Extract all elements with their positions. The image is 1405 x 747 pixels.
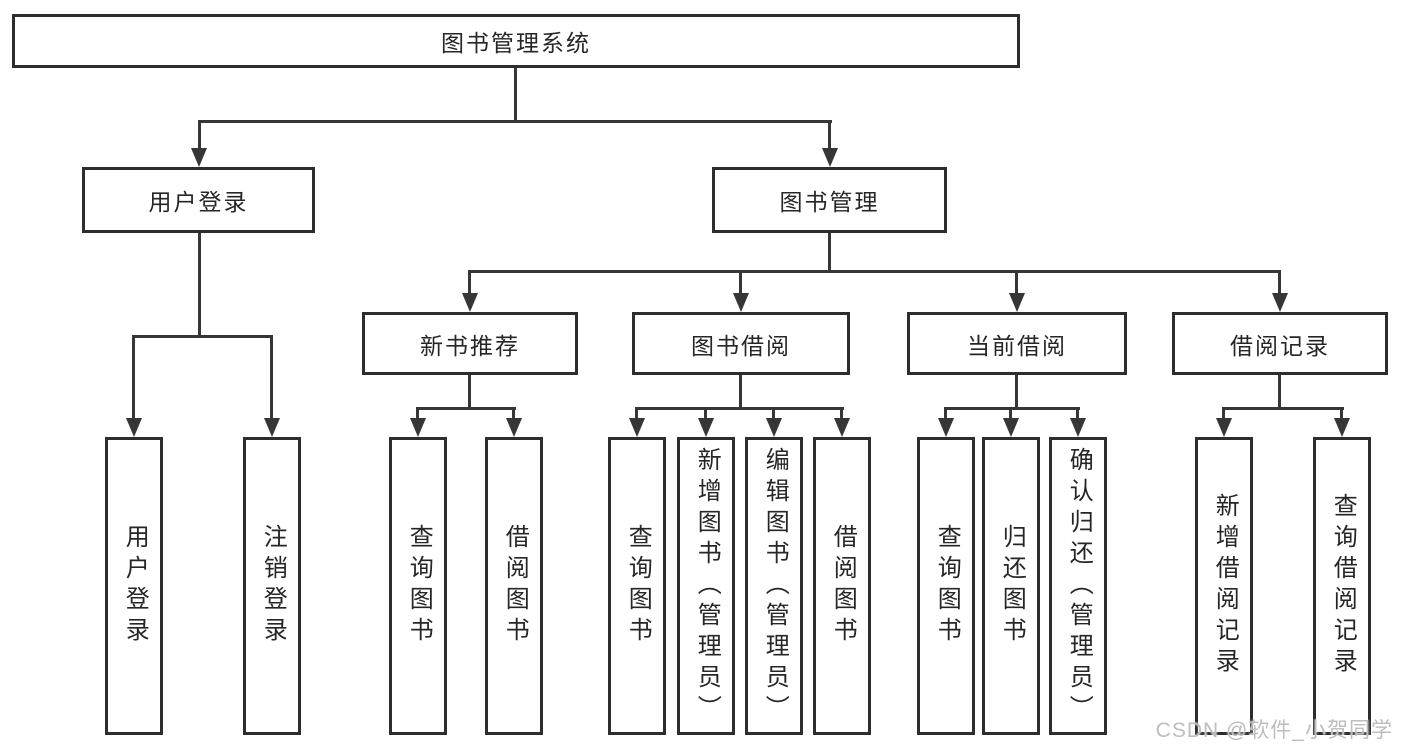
node-book-borrowing: 图书借阅 bbox=[632, 312, 850, 375]
connector-line bbox=[635, 407, 844, 410]
arrow-head bbox=[1009, 293, 1025, 312]
node-root: 图书管理系统 bbox=[12, 14, 1020, 68]
connector-line bbox=[132, 335, 273, 338]
leaf-bb-edit-books-admin: 编辑图书（管理员） bbox=[745, 437, 803, 735]
connector-line bbox=[944, 407, 947, 420]
node-borrowing-records: 借阅记录 bbox=[1172, 312, 1388, 375]
arrow-head bbox=[410, 418, 426, 437]
connector-line bbox=[198, 233, 201, 335]
leaf-label: 注销登录 bbox=[259, 524, 287, 648]
leaf-label: 新增借阅记录 bbox=[1211, 493, 1239, 679]
arrow-head bbox=[629, 418, 645, 437]
arrow-head bbox=[834, 418, 850, 437]
connector-line bbox=[512, 407, 515, 420]
connector-line bbox=[468, 270, 471, 295]
leaf-label: 归还图书 bbox=[998, 524, 1026, 648]
connector-line bbox=[1015, 375, 1018, 407]
node-user-login: 用户登录 bbox=[82, 167, 315, 233]
leaf-bb-query-books: 查询图书 bbox=[608, 437, 666, 735]
leaf-cb-confirm-return-admin: 确认归还（管理员） bbox=[1049, 437, 1107, 735]
connector-line bbox=[704, 407, 707, 420]
arrow-head bbox=[1070, 418, 1086, 437]
connector-line bbox=[1278, 270, 1281, 295]
leaf-nbr-query-books: 查询图书 bbox=[389, 437, 447, 735]
connector-line bbox=[772, 407, 775, 420]
arrow-head bbox=[1272, 293, 1288, 312]
leaf-label: 新增图书（管理员） bbox=[693, 446, 721, 726]
connector-line bbox=[270, 335, 273, 420]
node-book-management: 图书管理 bbox=[712, 167, 947, 233]
connector-line bbox=[198, 120, 201, 150]
connector-line bbox=[635, 407, 638, 420]
leaf-nbr-borrow-books: 借阅图书 bbox=[485, 437, 543, 735]
leaf-label: 查询图书 bbox=[405, 524, 433, 648]
connector-line bbox=[416, 407, 419, 420]
leaf-br-add-record: 新增借阅记录 bbox=[1195, 437, 1253, 735]
connector-line bbox=[739, 375, 742, 407]
connector-line bbox=[416, 407, 516, 410]
connector-line bbox=[1015, 270, 1018, 295]
leaf-label: 用户登录 bbox=[121, 524, 149, 648]
connector-line bbox=[1076, 407, 1079, 420]
arrow-head bbox=[126, 418, 142, 437]
leaf-label: 查询图书 bbox=[933, 524, 961, 648]
arrow-head bbox=[1216, 418, 1232, 437]
connector-line bbox=[132, 335, 135, 420]
node-new-book-recommend: 新书推荐 bbox=[362, 312, 578, 375]
leaf-cb-query-books: 查询图书 bbox=[917, 437, 975, 735]
connector-line bbox=[1340, 407, 1343, 420]
connector-line bbox=[944, 407, 1080, 410]
arrow-head bbox=[1334, 418, 1350, 437]
leaf-label: 编辑图书（管理员） bbox=[761, 446, 789, 726]
connector-line bbox=[514, 68, 517, 120]
leaf-label: 借阅图书 bbox=[829, 524, 857, 648]
arrow-head bbox=[822, 148, 838, 167]
connector-line bbox=[739, 270, 742, 295]
leaf-logout: 注销登录 bbox=[243, 437, 301, 735]
arrow-head bbox=[506, 418, 522, 437]
connector-line bbox=[1222, 407, 1344, 410]
leaf-bb-borrow-books: 借阅图书 bbox=[813, 437, 871, 735]
node-current-borrowing: 当前借阅 bbox=[907, 312, 1127, 375]
arrow-head bbox=[191, 148, 207, 167]
arrow-head bbox=[264, 418, 280, 437]
leaf-label: 借阅图书 bbox=[501, 524, 529, 648]
leaf-label: 查询图书 bbox=[624, 524, 652, 648]
leaf-user-login: 用户登录 bbox=[105, 437, 163, 735]
arrow-head bbox=[1003, 418, 1019, 437]
connector-line bbox=[198, 120, 832, 123]
connector-line bbox=[468, 270, 1281, 273]
connector-line bbox=[1278, 375, 1281, 407]
leaf-label: 查询借阅记录 bbox=[1329, 493, 1357, 679]
connector-line bbox=[1222, 407, 1225, 420]
connector-line bbox=[828, 233, 831, 270]
arrow-head bbox=[733, 293, 749, 312]
csdn-watermark: CSDN @软件_小贺同学 bbox=[1155, 719, 1393, 742]
leaf-bb-add-books-admin: 新增图书（管理员） bbox=[677, 437, 735, 735]
connector-line bbox=[1009, 407, 1012, 420]
leaf-label: 确认归还（管理员） bbox=[1065, 446, 1093, 726]
connector-line bbox=[840, 407, 843, 420]
connector-line bbox=[468, 375, 471, 407]
arrow-head bbox=[766, 418, 782, 437]
leaf-br-query-record: 查询借阅记录 bbox=[1313, 437, 1371, 735]
leaf-cb-return-books: 归还图书 bbox=[982, 437, 1040, 735]
arrow-head bbox=[698, 418, 714, 437]
connector-line bbox=[828, 120, 831, 150]
arrow-head bbox=[938, 418, 954, 437]
arrow-head bbox=[462, 293, 478, 312]
